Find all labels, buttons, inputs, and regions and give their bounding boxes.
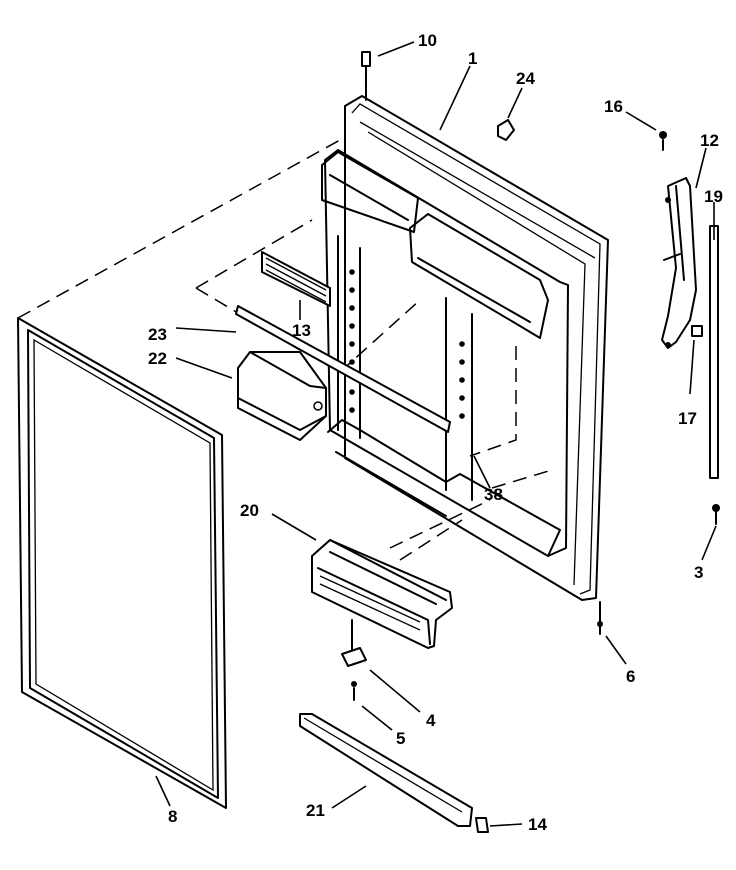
callout-3: 3 bbox=[694, 563, 703, 582]
door-handle-part bbox=[661, 177, 697, 349]
callout-24: 24 bbox=[516, 69, 535, 88]
callout-6: 6 bbox=[626, 667, 635, 686]
screw-17-part bbox=[691, 325, 703, 337]
top-hinge-pin-part bbox=[361, 51, 371, 101]
shelf-strip-part bbox=[235, 305, 451, 433]
callout-23: 23 bbox=[148, 325, 167, 344]
cabinet-guide-line bbox=[17, 139, 341, 319]
screw-3-part bbox=[712, 504, 720, 525]
callout-38: 38 bbox=[484, 485, 503, 504]
screw-16-part bbox=[659, 131, 667, 151]
callout-17: 17 bbox=[678, 409, 697, 428]
door-panel bbox=[321, 95, 609, 601]
screw-5-part bbox=[351, 681, 357, 701]
callout-5: 5 bbox=[396, 729, 405, 748]
callout-4: 4 bbox=[426, 711, 436, 730]
hinge-cap-part bbox=[497, 119, 515, 141]
shelf-front-part bbox=[261, 251, 331, 307]
callout-1: 1 bbox=[468, 49, 477, 68]
bottom-hinge-part bbox=[341, 619, 367, 667]
callout-20: 20 bbox=[240, 501, 259, 520]
callout-13: 13 bbox=[292, 321, 311, 340]
callout-21: 21 bbox=[306, 801, 325, 820]
shelf-guide-line-top bbox=[195, 219, 313, 289]
end-cap-part bbox=[475, 817, 489, 833]
callout-16: 16 bbox=[604, 97, 623, 116]
door-gasket bbox=[17, 317, 227, 809]
trim-strip-part bbox=[709, 225, 719, 479]
callout-10: 10 bbox=[418, 31, 437, 50]
callout-8: 8 bbox=[168, 807, 177, 826]
dairy-door-part bbox=[237, 351, 327, 441]
leader-lines bbox=[155, 41, 717, 827]
door-bin-part bbox=[311, 539, 453, 649]
callout-12: 12 bbox=[700, 131, 719, 150]
kick-plate-part bbox=[299, 713, 473, 827]
callout-14: 14 bbox=[528, 815, 547, 834]
callout-22: 22 bbox=[148, 349, 167, 368]
callout-19: 19 bbox=[704, 187, 723, 206]
screw-6-part bbox=[597, 601, 603, 635]
